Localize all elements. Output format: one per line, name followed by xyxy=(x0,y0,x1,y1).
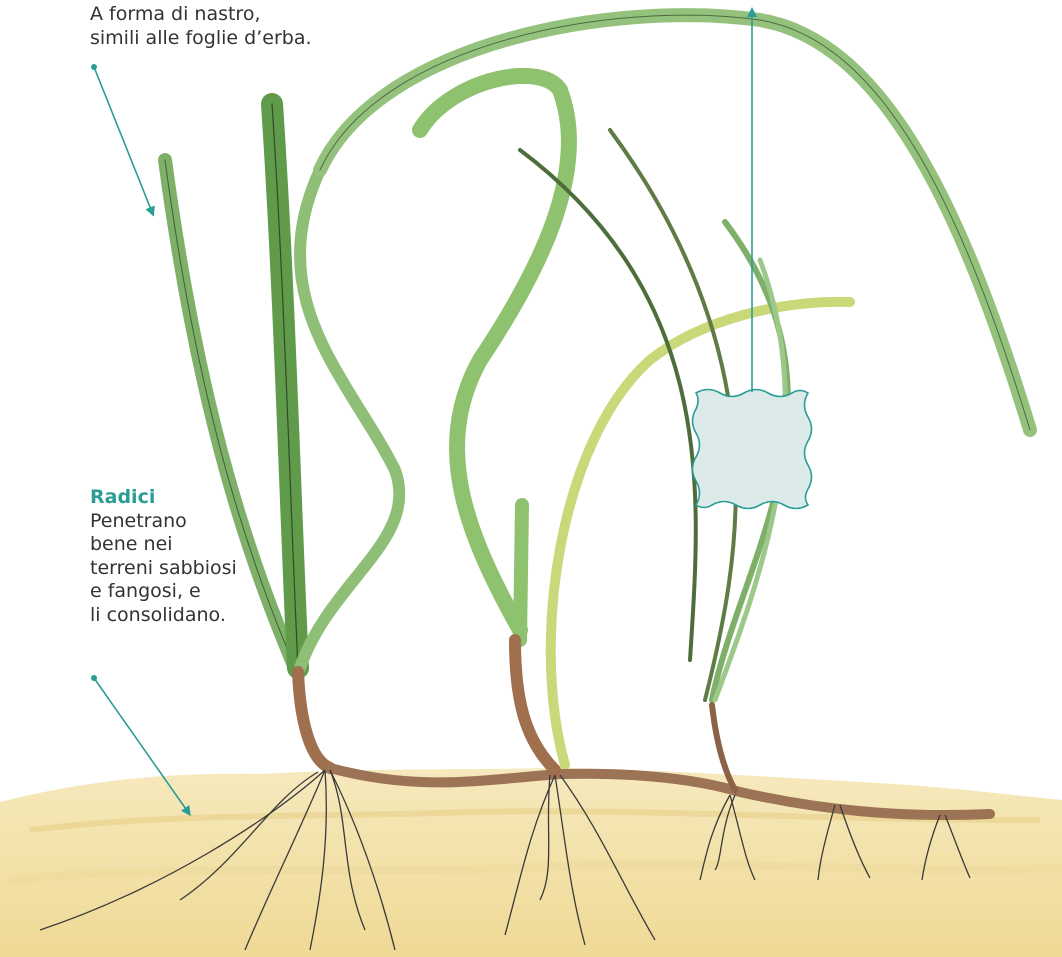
leaf-yellow xyxy=(551,302,850,765)
roots-line-3: terreni sabbiosi xyxy=(90,557,237,581)
pointer-arrow-leaves xyxy=(94,67,152,212)
roots-line-4: e fangosi, e xyxy=(90,580,237,604)
leaf-loop xyxy=(300,170,399,668)
leaf-curl xyxy=(420,76,569,630)
leaves-line-2: simili alle foglie d’erba. xyxy=(90,27,312,51)
roots-title: Radici xyxy=(90,486,237,510)
roots-line-2: bene nei xyxy=(90,533,237,557)
sand-ground xyxy=(0,768,1062,957)
roots-line-1: Penetrano xyxy=(90,510,237,534)
leaf-stump xyxy=(520,505,522,640)
leaves-annotation: A forma di nastro, simili alle foglie d’… xyxy=(90,3,312,50)
roots-line-5: li consolidano. xyxy=(90,604,237,628)
roots-annotation: Radici Penetrano bene nei terreni sabbio… xyxy=(90,486,237,627)
plant-leaves xyxy=(165,15,1030,765)
leaves-line-1: A forma di nastro, xyxy=(90,3,312,27)
callout-box xyxy=(693,390,812,509)
